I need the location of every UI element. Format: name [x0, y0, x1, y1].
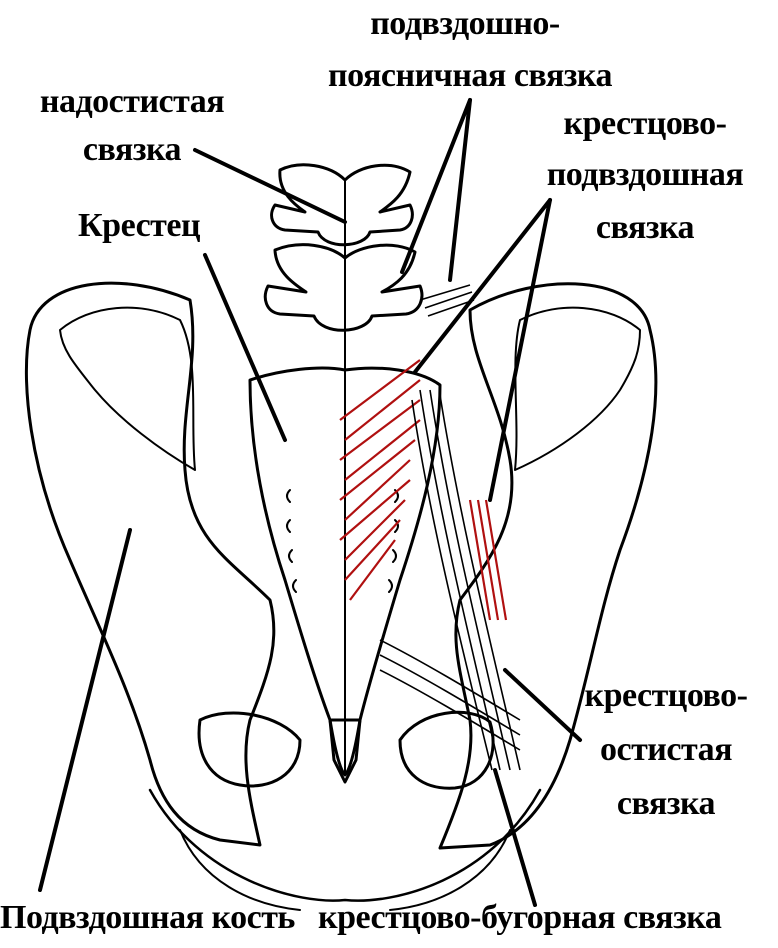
label-sacrotuberous: крестцово-бугорная связка	[318, 898, 721, 938]
label-sacroiliac-line1: крестцово-	[520, 104, 770, 144]
label-sacroiliac-line2: подвздошная	[515, 155, 775, 195]
label-sacrospinous-line2: остистая	[560, 730, 772, 770]
left-ilium	[26, 283, 274, 845]
lumbar-vertebra-lower	[265, 245, 422, 331]
label-supraspinous-line1: надостистая	[8, 82, 256, 122]
ligament-fibres-black	[380, 285, 520, 770]
ligament-fibres-red	[340, 360, 506, 620]
label-sacroiliac-line3: связка	[520, 208, 770, 248]
sacral-foramina-left	[287, 490, 296, 592]
leader-sacrotuberous	[495, 770, 535, 905]
label-iliolumbar-line1: подвздошно-	[345, 4, 585, 44]
label-sacrum: Крестец	[78, 206, 200, 246]
leader-sacrum	[205, 255, 285, 440]
label-iliolumbar-line2: поясничная связка	[305, 56, 635, 96]
leader-ilium	[40, 530, 130, 890]
label-supraspinous-line2: связка	[8, 130, 256, 170]
label-sacrospinous-line3: связка	[560, 784, 772, 824]
right-ilium-inner	[515, 308, 640, 470]
left-ilium-inner	[60, 308, 195, 470]
lumbar-vertebra-upper	[272, 165, 413, 245]
label-ilium: Подвздошная кость	[0, 898, 295, 938]
right-obturator	[400, 712, 493, 788]
label-sacrospinous-line1: крестцово-	[560, 676, 772, 716]
